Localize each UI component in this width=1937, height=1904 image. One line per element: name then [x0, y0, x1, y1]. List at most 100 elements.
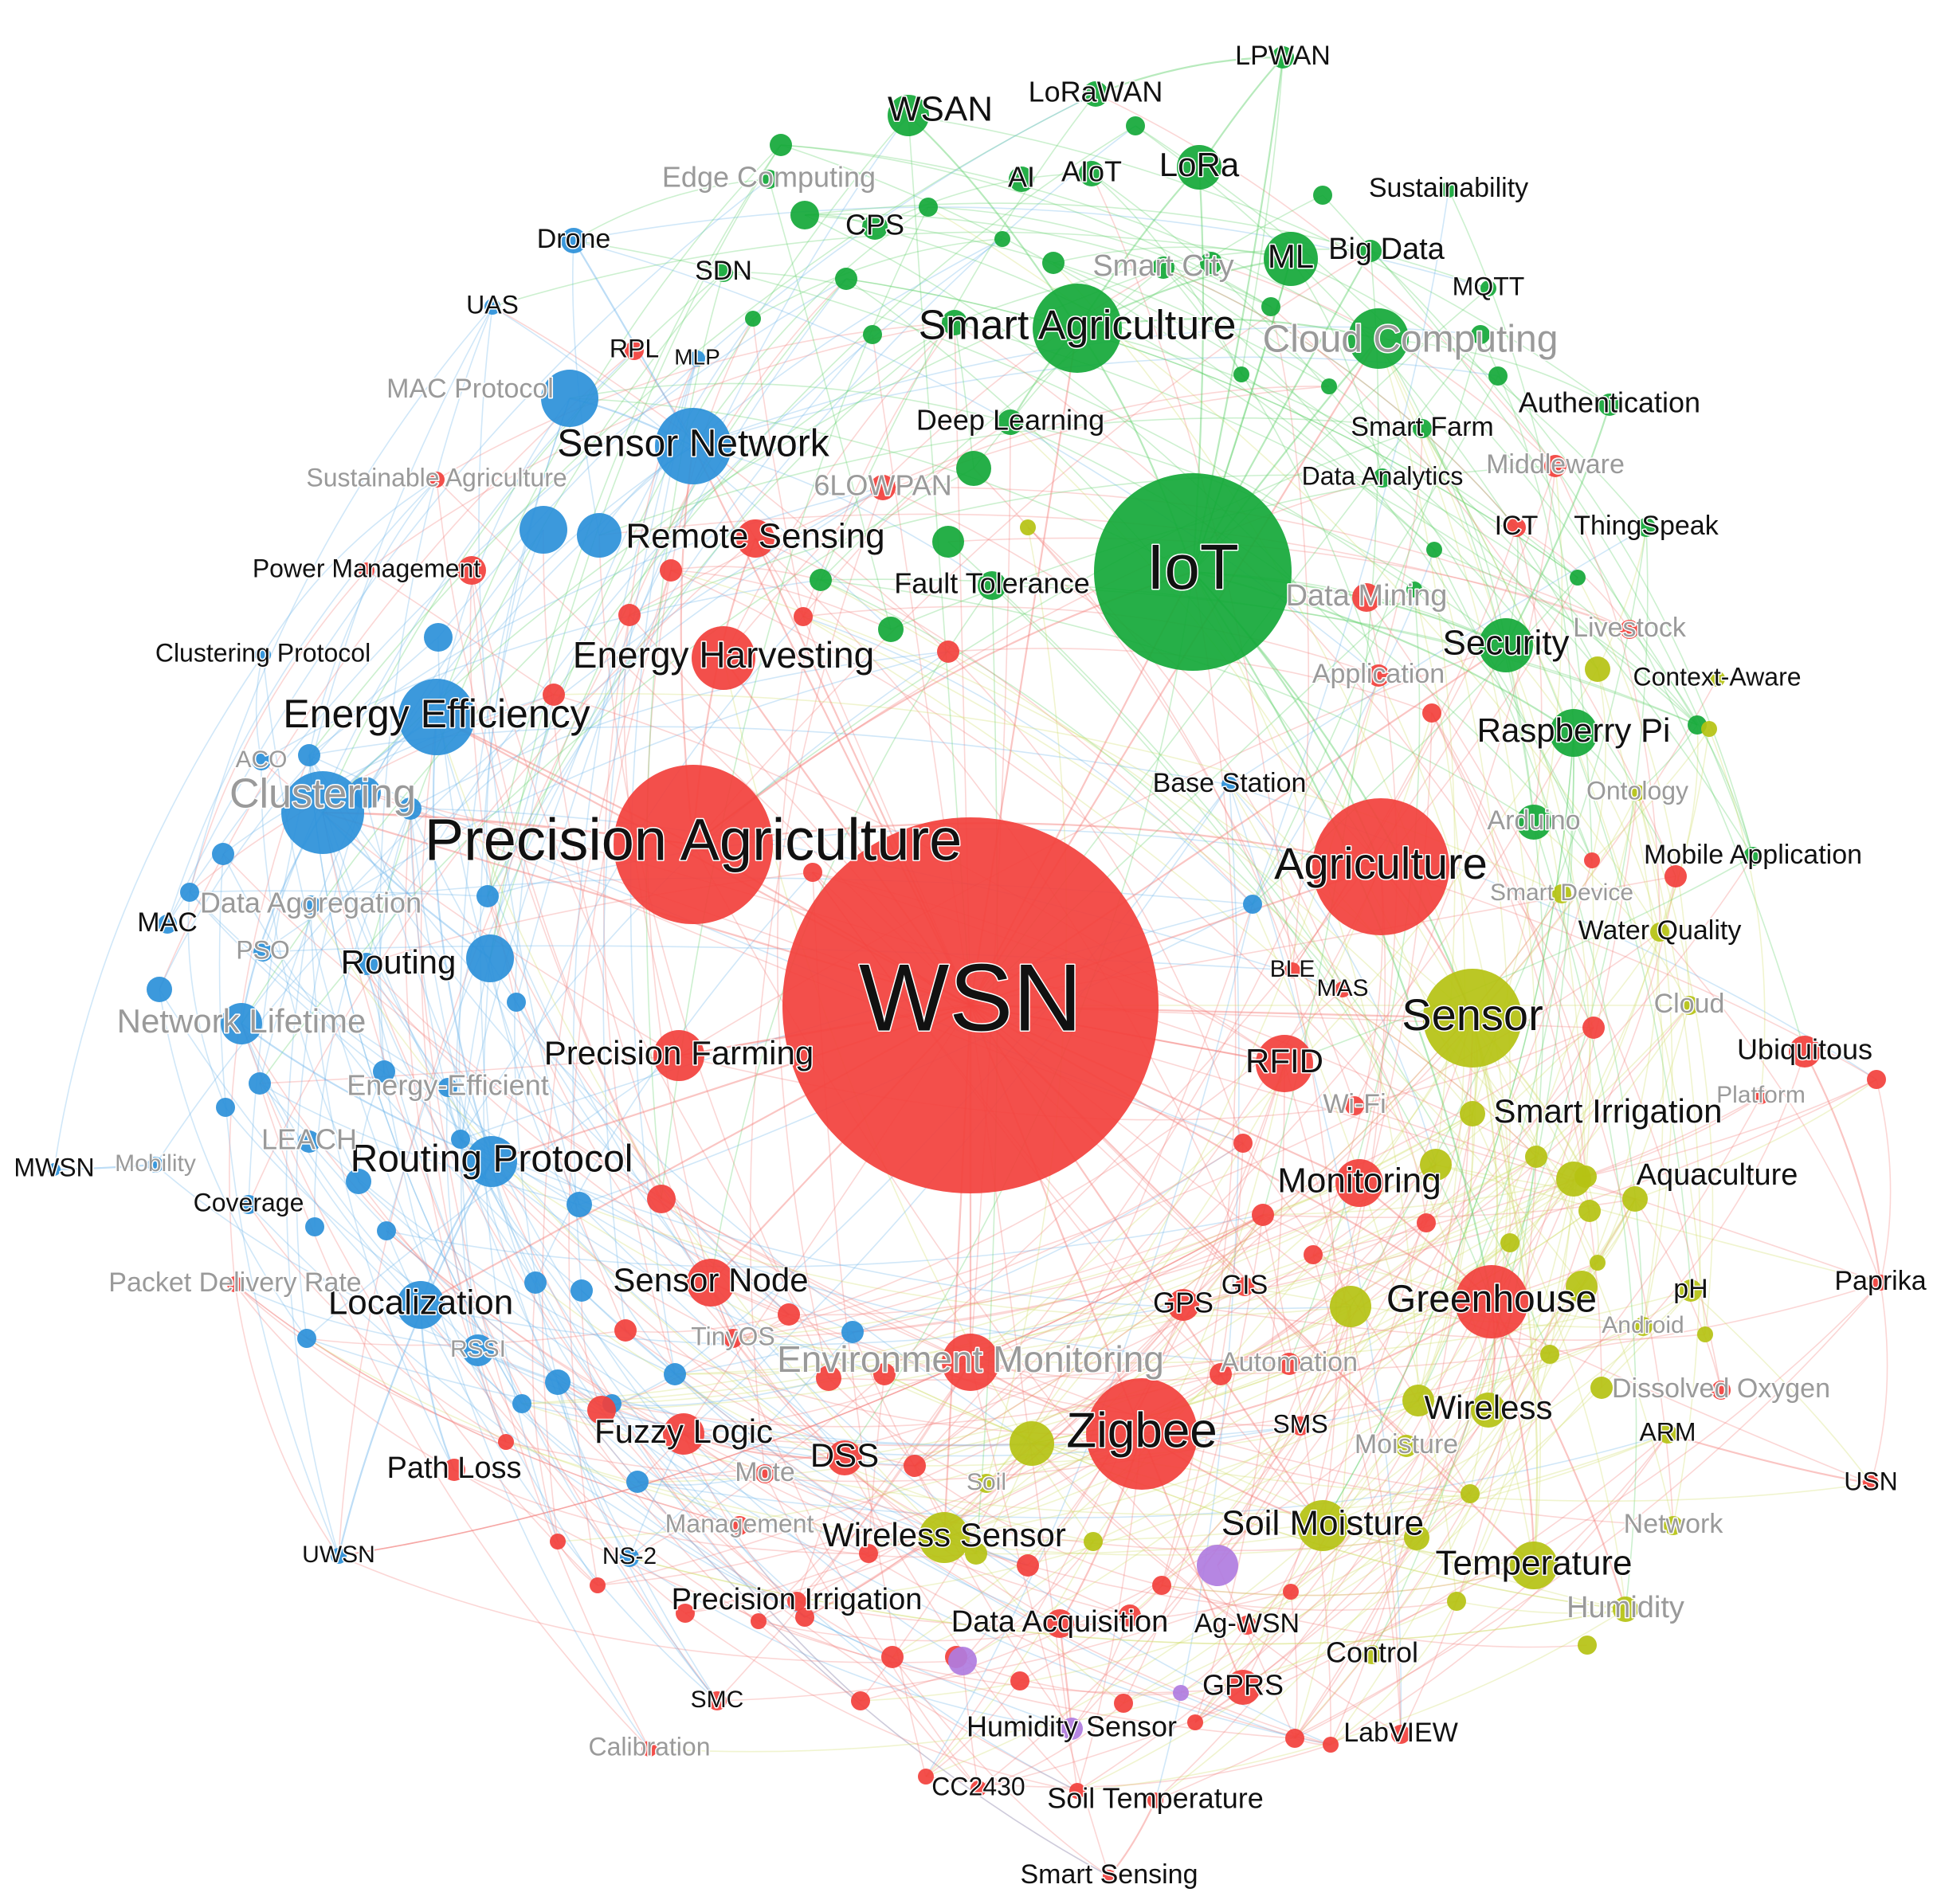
- minor-node: [1417, 1213, 1436, 1232]
- node-precision-agriculture: [614, 765, 773, 924]
- network-edge: [516, 115, 909, 1003]
- node-sustainability: [1441, 182, 1457, 198]
- network-edge: [1270, 306, 1310, 971]
- network-edge: [796, 1457, 845, 1602]
- label-smart-city: Smart City: [1092, 249, 1233, 283]
- minor-node: [1471, 325, 1490, 344]
- label-wireless: Wireless: [1424, 1389, 1552, 1426]
- network-edge: [261, 760, 359, 1182]
- label-smart-irrigation: Smart Irrigation: [1493, 1092, 1722, 1130]
- network-edge: [1577, 577, 1690, 1006]
- node-clustering: [281, 771, 364, 854]
- label-data-mining: Data Mining: [1286, 579, 1448, 613]
- label-control: Control: [1326, 1636, 1418, 1669]
- network-edge: [189, 306, 493, 893]
- label-clustering: Clustering: [229, 771, 416, 817]
- network-edge: [1220, 1005, 1690, 1375]
- network-edge: [1229, 784, 1437, 1166]
- network-edge: [1155, 1286, 1582, 1801]
- network-edge: [962, 1660, 1182, 1696]
- network-edge: [1382, 477, 1698, 726]
- network-nodes: [48, 46, 1888, 1882]
- node-smart-farm: [1413, 419, 1432, 438]
- label-authentication: Authentication: [1519, 386, 1700, 419]
- node-cc2430: [970, 1781, 986, 1796]
- network-edge: [1180, 1624, 1248, 1694]
- label-raspberry-pi: Raspberry Pi: [1477, 711, 1671, 749]
- network-edge: [1252, 189, 1449, 905]
- label-moisture: Moisture: [1355, 1429, 1458, 1459]
- network-edge: [661, 1198, 1471, 1495]
- network-edge: [491, 616, 804, 1162]
- node-humidity-sensor: [1061, 1718, 1083, 1740]
- node-fault-tolerance: [978, 571, 1006, 600]
- network-edge: [1378, 338, 1535, 823]
- network-edge: [306, 1338, 977, 1554]
- network-edge: [1294, 1433, 1668, 1739]
- label-smc: SMC: [691, 1687, 744, 1713]
- minor-node: [1119, 1604, 1141, 1627]
- network-edge: [1284, 1063, 1402, 1735]
- network-edge: [973, 468, 1355, 1107]
- network-edge: [259, 468, 974, 1084]
- minor-node: [664, 1363, 686, 1385]
- node-calibration: [641, 1741, 657, 1757]
- network-edge: [1076, 1326, 1644, 1792]
- minor-node: [618, 604, 641, 626]
- network-edge: [531, 1282, 559, 1542]
- label-coverage: Coverage: [194, 1188, 304, 1216]
- network-edge: [684, 1612, 1078, 1792]
- network-edge: [308, 754, 790, 1315]
- node-precision-irrigation: [787, 1592, 806, 1611]
- node-smart-device: [1552, 884, 1571, 903]
- minor-node: [626, 1471, 649, 1493]
- network-edge: [1242, 1142, 1471, 1495]
- node-environment-monitoring: [942, 1334, 999, 1391]
- network-edge: [947, 537, 1630, 630]
- network-edge: [914, 732, 1574, 1467]
- minor-node: [520, 506, 567, 554]
- network-edges: [53, 56, 1892, 1877]
- label-greenhouse: Greenhouse: [1386, 1279, 1597, 1321]
- network-edge: [489, 318, 754, 959]
- node-sensor: [1423, 969, 1522, 1068]
- label-data-aggregation: Data Aggregation: [200, 887, 422, 919]
- network-edge: [1229, 784, 1535, 1566]
- minor-node: [1020, 519, 1036, 535]
- network-edge: [683, 1433, 806, 1618]
- network-edge: [820, 93, 1096, 581]
- network-edge: [455, 895, 488, 1140]
- label-sustainable-agriculture: Sustainable Agriculture: [306, 463, 567, 492]
- label-routing-protocol: Routing Protocol: [351, 1138, 633, 1181]
- label-mlp: MLP: [674, 344, 720, 369]
- minor-node: [863, 325, 882, 344]
- network-edge: [338, 1214, 1264, 1557]
- minor-node: [1622, 1186, 1648, 1212]
- label-water-quality: Water Quality: [1578, 915, 1742, 946]
- node-monitoring: [1335, 1159, 1383, 1207]
- minor-node: [1010, 1421, 1054, 1466]
- edge-precision-agriculture-agriculture: [692, 822, 1382, 868]
- label-aco: ACO: [235, 746, 287, 773]
- network-edge: [758, 1361, 971, 1622]
- minor-node: [745, 311, 761, 327]
- label-soil: Soil: [967, 1469, 1006, 1495]
- label-routing: Routing: [341, 943, 457, 981]
- label-rssi: RSSI: [450, 1336, 506, 1362]
- minor-node: [1084, 1532, 1103, 1551]
- network-edge: [53, 654, 264, 1170]
- network-edge: [1330, 1600, 1457, 1745]
- network-edge: [860, 1400, 1419, 1702]
- node-lorawan: [1083, 81, 1108, 107]
- node-greenhouse: [1455, 1265, 1528, 1338]
- network-edge: [1182, 1304, 1706, 1341]
- network-edge: [1290, 258, 1383, 479]
- minor-node: [543, 684, 565, 706]
- network-edge: [884, 1373, 1626, 1610]
- network-edge: [1659, 724, 1699, 933]
- minor-node: [1426, 542, 1442, 558]
- node-mqtt: [1480, 280, 1496, 296]
- node-edge-computing: [759, 170, 778, 189]
- network-edge: [1378, 675, 1511, 1244]
- network-edge: [954, 322, 974, 469]
